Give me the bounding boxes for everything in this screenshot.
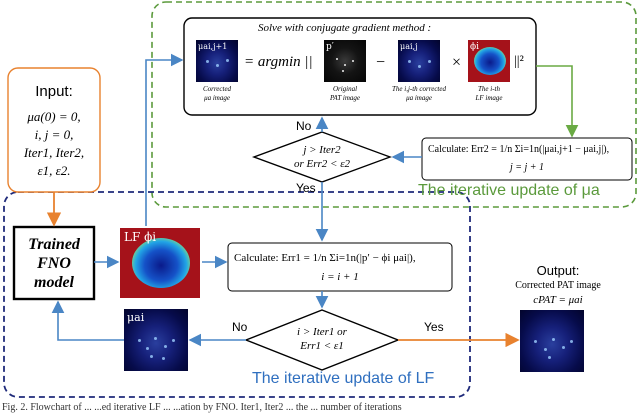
- cg-argmin: = argmin ||: [244, 54, 313, 70]
- fno-line-1: Trained: [28, 236, 80, 253]
- input-line-3: Iter1, Iter2,: [23, 145, 85, 160]
- err2-line-1: Calculate: Err2 = 1/n Σi=1n(|μai,j+1 − μ…: [428, 144, 610, 155]
- label-yes-top: Yes: [296, 181, 316, 195]
- input-line-1: μa(0) = 0,: [27, 109, 81, 124]
- label-no-top: No: [296, 119, 312, 133]
- iter-lf-label: The iterative update of LF: [252, 370, 435, 387]
- cg-times: ×: [452, 54, 462, 71]
- diamond-bottom-shape: [244, 309, 400, 371]
- diamond-top-shape: [251, 131, 393, 183]
- cg-title: Solve with conjugate gradient method :: [258, 22, 432, 34]
- iter-mu-label: The iterative update of μa: [418, 182, 600, 199]
- cg-minus: −: [376, 54, 386, 71]
- mu-i-image-label: μai: [127, 311, 145, 324]
- fno-line-3: model: [34, 274, 74, 291]
- caption-original-1: Original: [332, 85, 358, 93]
- arrow-cg-to-err2: [536, 65, 579, 138]
- err1-line-1: Calculate: Err1 = 1/n Σi=1n(|p′ − ϕi μai…: [234, 252, 416, 264]
- label-no-bottom: No: [232, 320, 248, 334]
- output-eq: cPAT = μai: [533, 294, 583, 306]
- lf-image-label: LF ϕi: [124, 230, 157, 244]
- cg-image-p-prime-label: p′: [326, 42, 334, 52]
- lf-image: [120, 228, 200, 298]
- input-title: Input:: [35, 83, 73, 100]
- err1-line-2: i = i + 1: [321, 271, 359, 283]
- cg-image-mu-ij-label: μai,j: [400, 42, 418, 51]
- output-subtitle: Corrected PAT image: [515, 280, 601, 291]
- diamond-bottom-line-1: i > Iter1 or: [297, 326, 347, 338]
- input-line-4: ε1, ε2.: [37, 163, 71, 178]
- cg-image-p-prime: [324, 40, 366, 82]
- caption-ith-lf-2: LF image: [475, 94, 503, 102]
- diamond-bottom-line-2: Err1 < ε1: [300, 340, 344, 352]
- caption-corrected-1: Corrected: [202, 85, 232, 93]
- output-image: [520, 310, 584, 372]
- caption-ith-lf-1: The i-th: [478, 85, 500, 93]
- arrow-mu-to-fno: [51, 300, 124, 341]
- label-yes-bottom: Yes: [424, 320, 444, 334]
- input-line-2: i, j = 0,: [34, 127, 74, 142]
- caption-corrected-2: μa image: [204, 94, 230, 102]
- err2-box-frame: [421, 137, 633, 181]
- caption-original-2: PAT image: [329, 94, 360, 102]
- mu-update-region: [151, 1, 637, 208]
- cg-image-mu-ij: [398, 40, 440, 82]
- cg-norm-sq: ||²: [514, 54, 524, 69]
- figure-caption: Fig. 2. Flowchart of ... ...ed iterative…: [2, 402, 402, 413]
- cg-image-phi: [468, 40, 510, 82]
- caption-ij-corrected-1: The i,j-th corrected: [392, 85, 446, 93]
- cg-image-mu-ij1: [196, 40, 238, 82]
- mu-i-image: [124, 309, 188, 371]
- cg-image-phi-label: ϕi: [470, 42, 480, 52]
- diamond-top-line-2: or Err2 < ε2: [293, 158, 351, 170]
- arrow-lf-to-cg: [145, 53, 184, 226]
- err2-line-2: j = j + 1: [509, 162, 545, 173]
- output-title: Output:: [536, 263, 580, 278]
- fno-box-frame: [12, 225, 96, 301]
- diamond-top-line-1: j > Iter2: [303, 144, 341, 156]
- err1-box-frame: [227, 242, 453, 292]
- cg-image-mu-ij1-label: μai,j+1: [198, 42, 228, 51]
- fno-line-2: FNO: [37, 255, 71, 272]
- caption-ij-corrected-2: μa image: [406, 94, 432, 102]
